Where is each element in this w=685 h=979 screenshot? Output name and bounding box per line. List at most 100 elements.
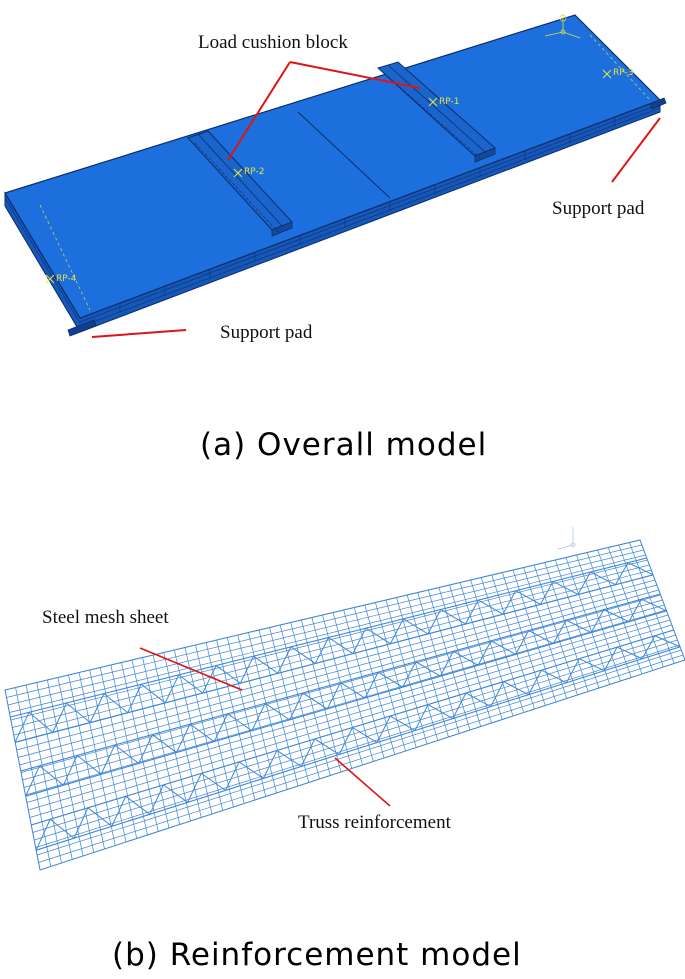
mesh-bar <box>515 590 541 605</box>
mesh-bar <box>541 669 567 684</box>
rp-1-label: RP-1 <box>439 97 459 107</box>
mesh-bar <box>29 624 672 818</box>
mesh-bar <box>10 559 648 721</box>
mesh-bar <box>38 654 684 863</box>
mesh-bar <box>465 692 491 708</box>
mesh-bar <box>376 715 391 743</box>
mesh-bar <box>314 637 329 664</box>
mesh-bar <box>89 693 105 723</box>
mesh-bar <box>164 674 180 704</box>
mesh-bar <box>20 594 661 773</box>
mesh-bar <box>140 683 166 704</box>
mesh-bar <box>628 598 642 622</box>
mesh-bar <box>103 693 129 714</box>
mesh-bar <box>326 682 341 710</box>
mesh-bar <box>28 619 671 811</box>
mesh-bar <box>579 658 605 672</box>
panel-a-leader-lines <box>91 61 661 338</box>
mesh-bar <box>654 635 681 648</box>
mesh-bar <box>36 649 682 856</box>
slab-side-ribs <box>119 116 616 313</box>
mesh-bar <box>73 807 89 839</box>
mesh-bar <box>627 562 654 576</box>
mesh-bar <box>302 692 328 710</box>
support-pad-left-shape <box>67 319 97 337</box>
mesh-bar <box>565 658 580 683</box>
mesh-bar <box>264 702 290 721</box>
support-pad-right-shape <box>649 97 667 110</box>
mesh-bar <box>215 665 241 684</box>
mesh-bar <box>328 637 354 654</box>
support-pad-left-label: Support pad <box>220 322 313 343</box>
mesh-bar <box>26 614 669 803</box>
mesh-bar <box>111 796 127 827</box>
mesh-bar <box>66 702 91 723</box>
mesh-bar <box>403 618 429 635</box>
mesh-bar <box>9 554 646 713</box>
mesh-bar <box>35 646 681 851</box>
mesh-bar <box>76 754 102 775</box>
mesh-bar <box>175 723 191 753</box>
mesh-bar <box>16 579 656 751</box>
mesh-bar <box>590 571 616 586</box>
mesh-bar <box>52 702 67 733</box>
mesh-bar <box>13 569 652 736</box>
steel-mesh-sheet-label: Steel mesh sheet <box>42 607 169 628</box>
mesh-bar <box>641 598 667 612</box>
rp-4-label: RP-4 <box>56 274 77 284</box>
rp-2-marker: RP-2 <box>233 167 264 178</box>
mesh-bar <box>49 818 75 839</box>
load-cushion-block-left <box>187 130 293 237</box>
mesh-bar <box>12 564 650 728</box>
mesh-bar <box>290 646 316 664</box>
slab-center-seam <box>297 111 391 199</box>
mesh-bar <box>35 644 680 848</box>
mesh-bar <box>253 655 279 674</box>
steel-mesh-grid <box>5 540 685 870</box>
mesh-bar <box>15 574 654 743</box>
mesh-bar <box>478 599 504 615</box>
panel-a-overall-model: RP-1 RP-2 RP-3 RP-4 <box>4 14 667 463</box>
caption-b: (b) Reinforcement model <box>112 937 522 973</box>
mesh-bar <box>227 713 253 732</box>
mesh-bar <box>138 734 153 764</box>
rp-4-marker: RP-4 <box>45 274 77 284</box>
mesh-bar <box>427 609 442 635</box>
mesh-bar <box>490 681 505 707</box>
mesh-bar <box>239 655 255 684</box>
mesh-bar <box>25 609 667 796</box>
mesh-bar <box>238 761 264 779</box>
mesh-bar <box>528 669 542 695</box>
mesh-bar <box>590 609 605 633</box>
mesh-bar <box>225 761 240 791</box>
mesh-bar <box>502 590 517 615</box>
panel-b-leader-lines <box>139 647 391 807</box>
mesh-bar <box>452 692 467 719</box>
mesh-bar <box>603 646 618 671</box>
mesh-bar <box>201 772 226 791</box>
mesh-axis-triad-icon <box>557 527 576 550</box>
rp-1-marker: RP-1 <box>428 97 459 107</box>
mesh-bar <box>125 795 151 815</box>
mesh-bar <box>552 580 579 595</box>
truss-reinforcement-bands <box>10 557 681 851</box>
mesh-bar <box>25 610 667 797</box>
mesh-bar <box>300 738 316 767</box>
caption-a: (a) Overall model <box>200 427 487 463</box>
mesh-bar <box>163 784 188 803</box>
mesh-bar <box>100 744 116 775</box>
mesh-bar <box>189 723 215 743</box>
mesh-bar <box>389 618 404 644</box>
mesh-bar <box>149 784 164 815</box>
mesh-bar <box>415 661 441 677</box>
mesh-bar <box>23 604 665 788</box>
mesh-bar <box>616 646 643 660</box>
mesh-bar <box>32 634 676 833</box>
mesh-bar <box>28 711 53 733</box>
mesh-bar <box>22 599 663 781</box>
mesh-bar <box>14 712 30 743</box>
rp-2-label: RP-2 <box>244 167 264 177</box>
mesh-bar <box>515 630 530 655</box>
mesh-bar <box>364 671 379 699</box>
mesh-bar <box>213 713 229 742</box>
